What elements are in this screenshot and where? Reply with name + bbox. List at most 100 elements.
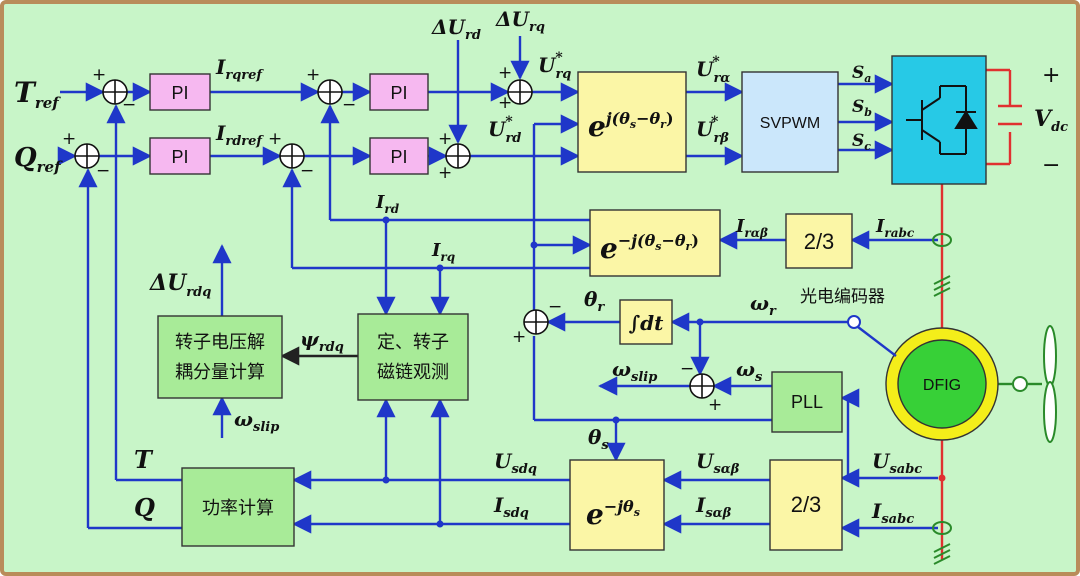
line-hash-marks xyxy=(933,275,951,565)
signal-wires xyxy=(57,36,938,538)
svg-text:+: + xyxy=(306,65,320,85)
svg-text:e−j(θs−θr): e−j(θs−θr) xyxy=(600,231,699,265)
pi-current-rq: PI xyxy=(369,73,429,111)
svg-text:Irαβ: Irαβ xyxy=(735,216,768,240)
pi-controller-rd: PI xyxy=(149,137,211,175)
power-calc-block: 功率计算 xyxy=(181,467,295,547)
svg-text:−: − xyxy=(342,95,356,115)
svg-text:Urα*: Urα* xyxy=(696,54,730,86)
svg-text:−: − xyxy=(122,95,136,115)
input-labels: Tref Qref xyxy=(14,76,63,176)
svg-text:Isabc: Isabc xyxy=(871,499,914,527)
svg-text:+: + xyxy=(708,395,722,415)
svg-text:功率计算: 功率计算 xyxy=(202,498,274,519)
svg-text:2/3: 2/3 xyxy=(791,492,822,517)
svg-text:Sc: Sc xyxy=(852,131,871,153)
svg-text:Urd*: Urd* xyxy=(488,114,521,146)
svg-text:−: − xyxy=(96,161,110,181)
svg-text:+: + xyxy=(62,129,76,149)
svg-text:磁链观测: 磁链观测 xyxy=(377,362,449,383)
svg-text:ej(θs−θr): ej(θs−θr) xyxy=(588,109,674,143)
svg-text:PLL: PLL xyxy=(791,392,823,412)
summing-junctions xyxy=(74,79,715,399)
svg-text:T: T xyxy=(134,445,154,474)
svg-text:Sb: Sb xyxy=(852,97,872,119)
svg-text:ωslip: ωslip xyxy=(234,407,279,435)
svg-text:定、转子: 定、转子 xyxy=(377,332,449,353)
svg-text:−: − xyxy=(680,359,694,379)
svg-text:Usabc: Usabc xyxy=(872,449,922,477)
rotation-stator-block: e−jθs xyxy=(569,459,665,551)
svg-text:−: − xyxy=(1042,153,1060,178)
svg-text:+: + xyxy=(268,129,282,149)
svg-text:+: + xyxy=(498,93,512,113)
svg-text:SVPWM: SVPWM xyxy=(760,115,820,132)
svg-text:Irabc: Irabc xyxy=(875,216,915,240)
svg-text:+: + xyxy=(438,163,452,183)
encoder-pickup xyxy=(847,315,897,357)
svg-text:ΔUrd: ΔUrd xyxy=(431,15,481,43)
svg-text:+: + xyxy=(92,65,106,85)
pll-block: PLL xyxy=(771,371,843,433)
svg-text:Qref: Qref xyxy=(14,143,63,176)
svg-text:Vdc: Vdc xyxy=(1034,106,1068,135)
svg-text:耦分量计算: 耦分量计算 xyxy=(175,362,265,383)
svg-text:光电编码器: 光电编码器 xyxy=(800,287,885,307)
svg-text:e−jθs: e−jθs xyxy=(586,497,640,531)
svg-text:ΔUrq: ΔUrq xyxy=(495,7,545,35)
svg-text:Irqref: Irqref xyxy=(215,55,264,83)
flux-observer-block: 定、转子 磁链观测 xyxy=(357,313,469,401)
transform-rotor-block: 2/3 xyxy=(785,213,853,269)
svg-text:PI: PI xyxy=(171,83,188,103)
q-ref-label: Q xyxy=(14,143,37,173)
t-ref-label: T xyxy=(14,76,37,109)
svg-text:Isdq: Isdq xyxy=(493,493,529,521)
svg-text:+: + xyxy=(498,63,512,83)
svg-text:−: − xyxy=(300,161,314,181)
svg-text:PI: PI xyxy=(390,147,407,167)
integrator-block: ∫dt xyxy=(619,299,673,345)
svg-text:2/3: 2/3 xyxy=(804,229,835,254)
svg-text:∫dt: ∫dt xyxy=(629,311,665,335)
svg-text:Q: Q xyxy=(134,493,155,522)
svg-text:PI: PI xyxy=(171,147,188,167)
junction-dots xyxy=(382,216,946,528)
svg-text:θr: θr xyxy=(584,287,605,315)
svg-text:+: + xyxy=(438,129,452,149)
decoupling-calc-block: 转子电压解 耦分量计算 xyxy=(157,315,283,399)
inverter-block xyxy=(891,55,987,185)
svg-text:Urq*: Urq* xyxy=(538,50,571,82)
svg-text:ψrdq: ψrdq xyxy=(300,327,344,355)
junction-signs: + − + − + − + − + + + + − + − + xyxy=(62,63,722,415)
wind-turbine-icon xyxy=(1012,325,1057,443)
rotation-inverse-block: e−j(θs−θr) xyxy=(589,209,721,277)
transform-stator-block: 2/3 xyxy=(769,459,843,551)
svg-text:Usdq: Usdq xyxy=(494,449,537,477)
svg-text:Irq: Irq xyxy=(431,240,455,264)
svg-text:ωslip: ωslip xyxy=(612,357,657,385)
pi-current-rd: PI xyxy=(369,137,429,175)
svg-text:DFIG: DFIG xyxy=(923,377,961,394)
rotation-forward-block: ej(θs−θr) xyxy=(577,71,687,173)
svg-text:+: + xyxy=(512,327,526,347)
svg-text:Urβ*: Urβ* xyxy=(696,114,729,146)
pi-controller-rq: PI xyxy=(149,73,211,111)
svg-text:+: + xyxy=(1042,63,1060,88)
signal-labels: Irqref Irdref ΔUrd ΔUrq Urq* Urd* Urα* U… xyxy=(134,7,1068,527)
svg-text:θs: θs xyxy=(588,425,609,453)
svg-text:ωs: ωs xyxy=(736,357,763,385)
svg-text:Sa: Sa xyxy=(852,63,871,85)
svg-text:ΔUrdq: ΔUrdq xyxy=(149,270,211,300)
svpwm-block: SVPWM xyxy=(741,71,839,173)
current-sensors xyxy=(932,233,952,535)
svg-text:Usαβ: Usαβ xyxy=(696,449,740,477)
svg-text:转子电压解: 转子电压解 xyxy=(175,332,265,353)
svg-text:Irdref: Irdref xyxy=(215,121,264,149)
dfig-machine: DFIG xyxy=(885,327,999,441)
svg-text:ωr: ωr xyxy=(750,291,777,319)
svg-text:Tref: Tref xyxy=(14,76,61,112)
svg-text:−: − xyxy=(548,297,562,317)
svg-text:Isαβ: Isαβ xyxy=(695,493,732,521)
